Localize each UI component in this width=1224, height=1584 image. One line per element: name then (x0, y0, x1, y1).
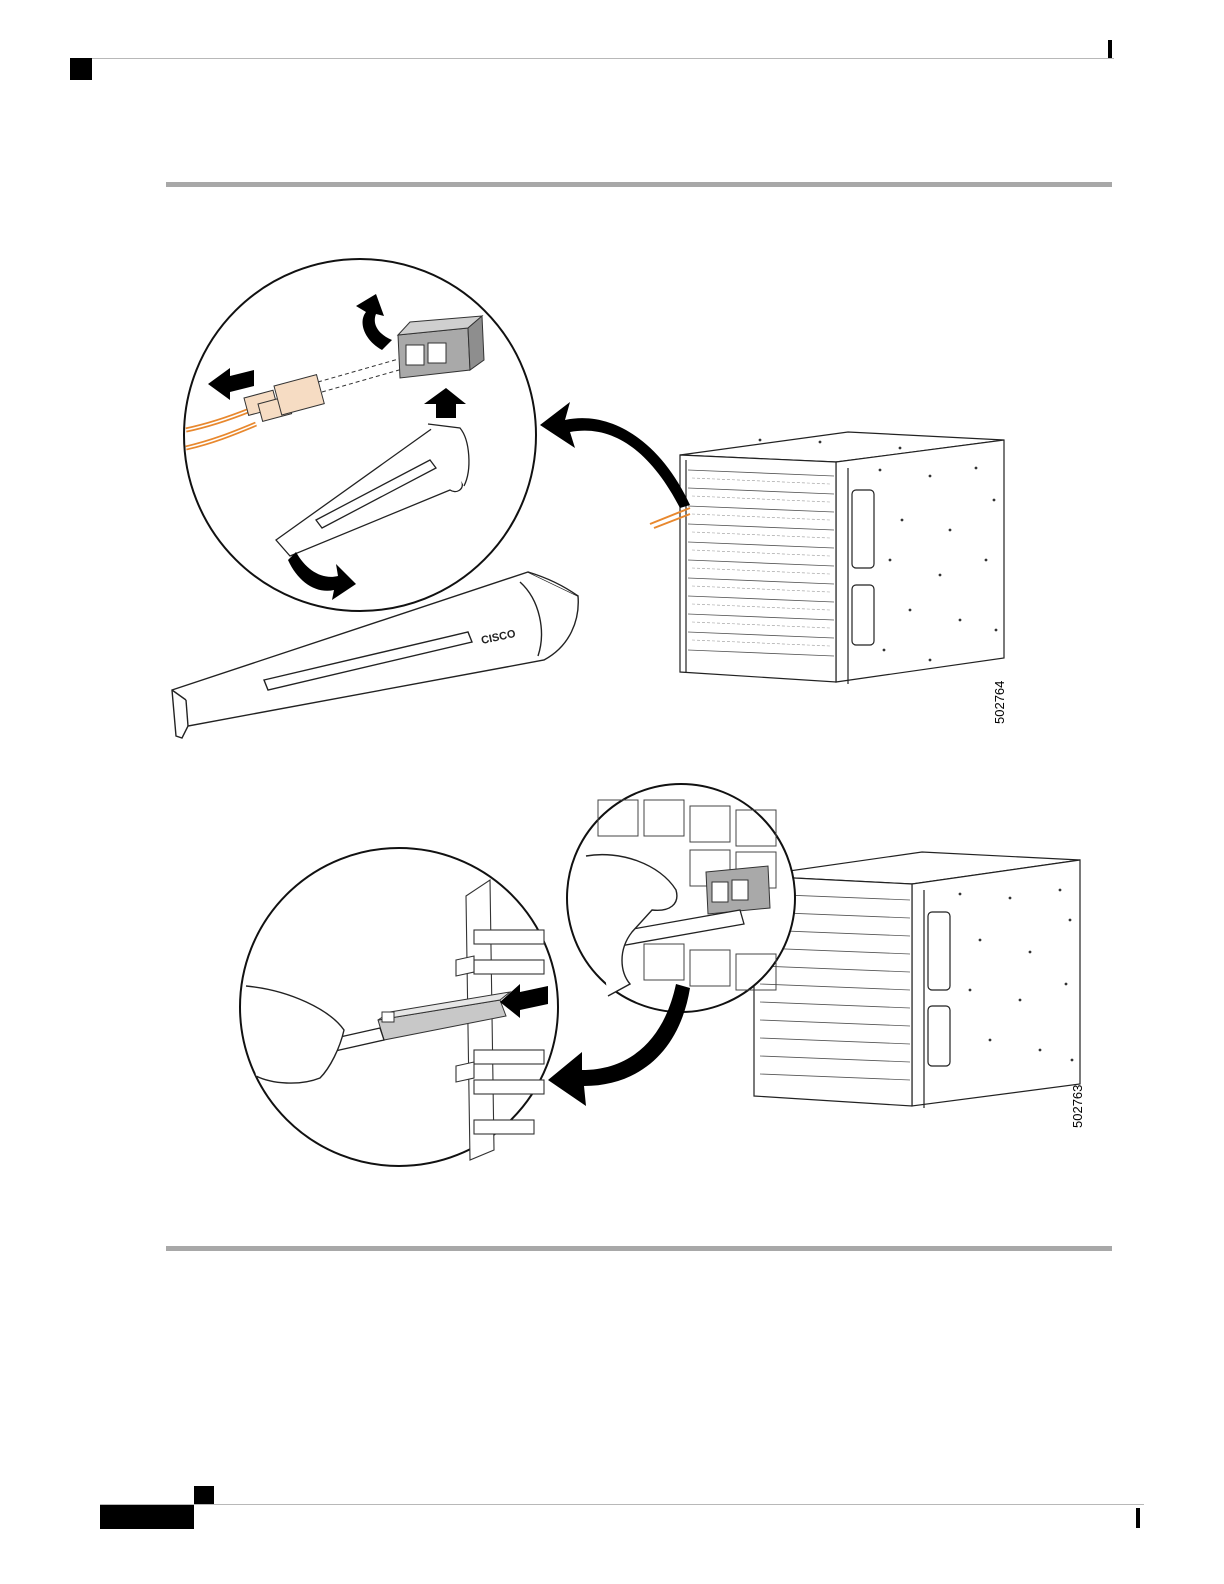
figure-id-label: 502763 (1070, 1085, 1085, 1128)
footer-tick (1136, 1508, 1140, 1528)
grip-detail-circle (567, 784, 795, 1012)
curved-arrow-icon (540, 402, 690, 508)
footer-page-tab (100, 1505, 194, 1529)
figure-id-label: 502764 (992, 681, 1007, 724)
footer-marker (194, 1486, 214, 1504)
figure-remove-transceiver: CISCO 502764 (0, 0, 1224, 760)
insert-detail-circle (240, 848, 558, 1166)
chassis-illustration-top (650, 432, 1004, 684)
figure-bottom-rule (166, 1246, 1112, 1251)
figure-insert-transceiver: 502763 (0, 760, 1224, 1220)
magnified-detail-circle (184, 259, 536, 611)
footer-rule (100, 1504, 1144, 1505)
transceiver-clip (398, 316, 484, 378)
chassis-illustration-bottom (754, 852, 1080, 1108)
